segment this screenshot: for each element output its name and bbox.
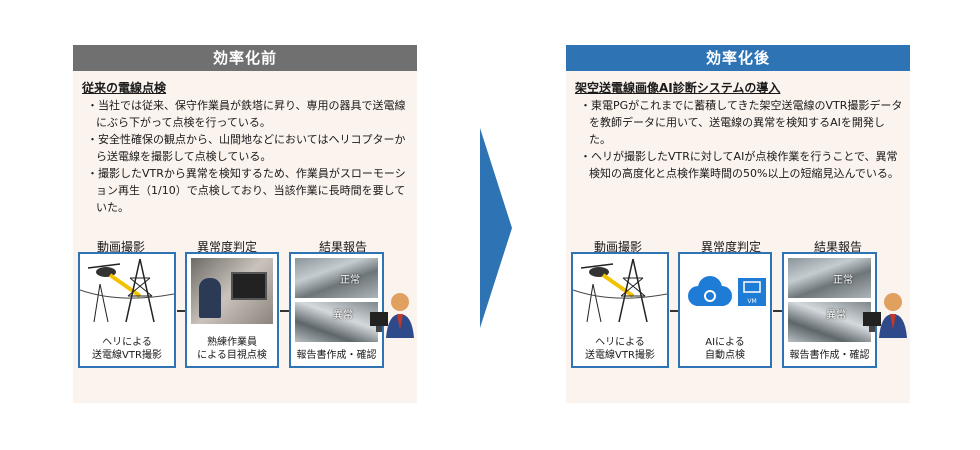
before-filming-caption-2: 送電線VTR撮影 <box>92 350 162 361</box>
normal-wire-photo: 正常 <box>295 258 378 298</box>
after-step-filming: 動画撮影 <box>593 240 642 254</box>
before-step-judgement: 異常度判定 <box>196 240 257 254</box>
normal-wire-photo: 正常 <box>788 258 871 298</box>
after-filming-caption-1: ヘリによる <box>595 337 645 348</box>
vm-label: VM <box>747 298 756 305</box>
before-bullet-2: 安全性確保の観点から、山間地などにおいてはヘリコプターから送電線を撮影して点検し… <box>87 131 411 165</box>
before-bullet-3: 撮影したVTRから異常を検知するため、作業員がスローモーション再生（1/10）で… <box>87 165 411 216</box>
before-judgement-caption-2: による目視点検 <box>197 350 267 361</box>
before-step-report: 結果報告 <box>318 240 367 254</box>
abnormal-wire-photo: 異常 <box>788 302 871 342</box>
abnormal-label: 異常 <box>333 310 353 321</box>
after-report-box: 正常 異常 報告書作成・確認 <box>782 252 877 368</box>
helicopter-tower-icon <box>572 258 668 323</box>
reviewer-person-icon <box>863 293 907 338</box>
after-judgement-caption-2: 自動点検 <box>705 350 745 361</box>
reviewer-person-icon <box>370 293 414 338</box>
before-filming-box: ヘリによる 送電線VTR撮影 <box>78 252 176 368</box>
worker-photo <box>191 258 273 324</box>
before-bullet-1: 当社では従来、保守作業員が鉄塔に昇り、専用の器具で送電線にぶら下がって点検を行っ… <box>87 97 411 131</box>
after-step-report: 結果報告 <box>813 240 862 254</box>
normal-label: 正常 <box>340 275 360 286</box>
transition-arrow <box>480 128 512 328</box>
after-bullets: 東電PGがこれまでに蓄積してきた架空送電線のVTR撮影データを教師データに用いて… <box>580 97 904 182</box>
before-report-caption: 報告書作成・確認 <box>296 350 377 361</box>
before-title: 従来の電線点検 <box>82 81 167 95</box>
before-judgement-box: 熟練作業員 による目視点検 <box>185 252 279 368</box>
abnormal-label: 異常 <box>826 310 846 321</box>
after-title: 架空送電線画像AI診断システムの導入 <box>575 81 781 95</box>
after-bullet-1: 東電PGがこれまでに蓄積してきた架空送電線のVTR撮影データを教師データに用いて… <box>580 97 904 148</box>
before-bullets: 当社では従来、保守作業員が鉄塔に昇り、専用の器具で送電線にぶら下がって点検を行っ… <box>87 97 411 216</box>
after-bullet-2: ヘリが撮影したVTRに対してAIが点検作業を行うことで、異常検知の高度化と点検作… <box>580 148 904 182</box>
after-step-judgement: 異常度判定 <box>700 240 761 254</box>
ai-cloud-icon: VM <box>688 276 766 306</box>
before-judgement-caption-1: 熟練作業員 <box>207 337 257 348</box>
monitor-icon <box>231 272 267 300</box>
after-panel: 効率化後 架空送電線画像AI診断システムの導入 東電PGがこれまでに蓄積してきた… <box>566 45 910 403</box>
worker-icon <box>199 278 221 318</box>
before-step-filming: 動画撮影 <box>96 240 145 254</box>
before-panel: 効率化前 従来の電線点検 当社では従来、保守作業員が鉄塔に昇り、専用の器具で送電… <box>73 45 417 403</box>
after-report-caption: 報告書作成・確認 <box>789 350 870 361</box>
after-filming-box: ヘリによる 送電線VTR撮影 <box>571 252 669 368</box>
before-report-box: 正常 異常 報告書作成・確認 <box>289 252 384 368</box>
after-judgement-box: VM AIによる 自動点検 <box>678 252 772 368</box>
after-filming-caption-2: 送電線VTR撮影 <box>585 350 655 361</box>
abnormal-wire-photo: 異常 <box>295 302 378 342</box>
after-header: 効率化後 <box>566 45 910 71</box>
helicopter-tower-icon <box>79 258 175 323</box>
normal-label: 正常 <box>833 275 853 286</box>
before-filming-caption-1: ヘリによる <box>102 337 152 348</box>
after-judgement-caption-1: AIによる <box>705 337 745 348</box>
before-header: 効率化前 <box>73 45 417 71</box>
